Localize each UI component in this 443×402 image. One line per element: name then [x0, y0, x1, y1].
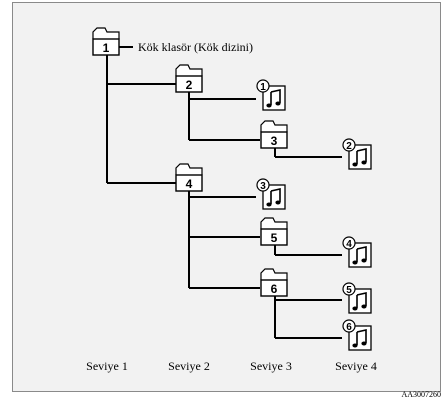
music-file-2: 2 [342, 138, 372, 170]
music-file-1: 1 [256, 79, 286, 111]
root-folder-number: 1 [103, 41, 110, 55]
file-number: 2 [346, 141, 352, 152]
file-number: 1 [260, 82, 266, 93]
file-number: 3 [260, 181, 266, 192]
folder-5: 5 [260, 217, 288, 246]
tree-lines [106, 46, 342, 339]
folder-number: 2 [186, 78, 193, 92]
folder-4: 4 [175, 163, 203, 192]
file-number: 5 [346, 285, 352, 296]
folder-3: 3 [260, 120, 288, 149]
level-label-4: Seviye 4 [335, 359, 377, 373]
level-label-3: Seviye 3 [250, 359, 292, 373]
level-label-2: Seviye 2 [168, 359, 210, 373]
figure-code: AA3007260 [401, 390, 441, 399]
folder-number: 4 [186, 177, 193, 191]
folder-6: 6 [260, 268, 288, 297]
file-number: 4 [346, 239, 352, 250]
folder-number: 6 [271, 282, 278, 296]
root-folder: 1 [92, 27, 120, 56]
music-file-4: 4 [342, 236, 372, 268]
level-label-1: Seviye 1 [86, 359, 128, 373]
music-file-5: 5 [342, 282, 372, 314]
file-number: 6 [346, 322, 352, 333]
folder-2: 2 [175, 64, 203, 93]
music-file-6: 6 [342, 319, 372, 351]
folder-number: 3 [271, 134, 278, 148]
folder-number: 5 [271, 231, 278, 245]
music-file-3: 3 [256, 178, 286, 210]
root-folder-label: Kök klasör (Kök dizini) [138, 40, 253, 54]
